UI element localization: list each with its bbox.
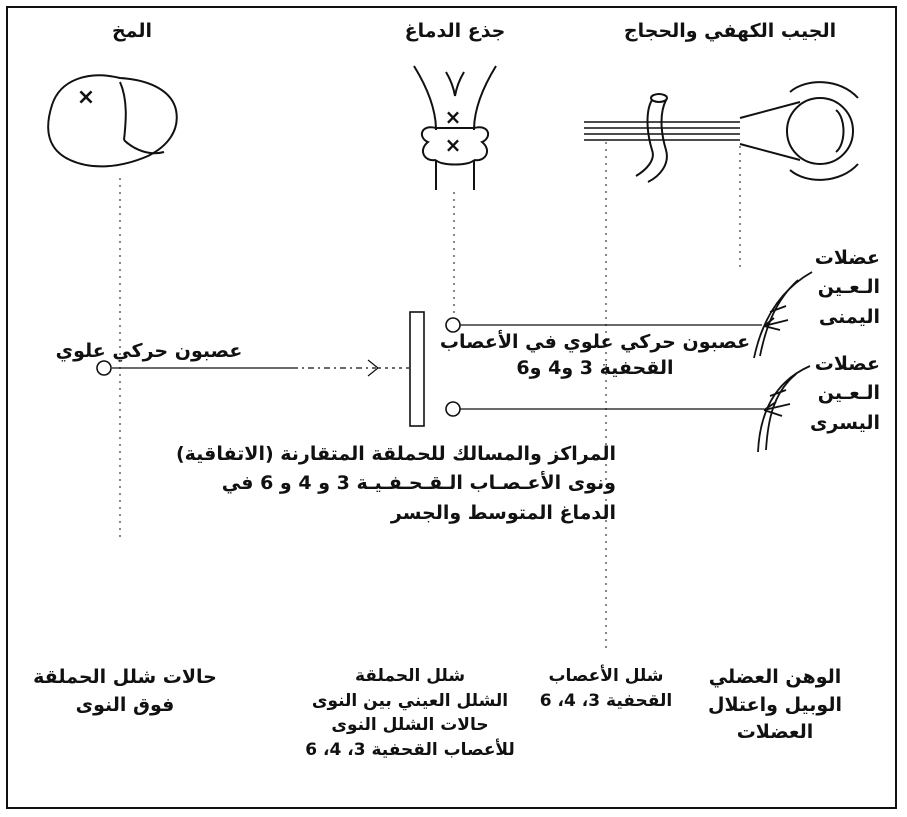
label-umn-cranial-nerves: عصبون حركي علوي في الأعصاب القحفية 3 و4 … — [439, 331, 751, 379]
bottom-supranuclear: حالات شلل الحملقة فوق النوى — [33, 666, 217, 716]
brain-illustration — [47, 74, 178, 168]
header-sinus-orbit: الجيب الكهفي والحجاج — [623, 20, 837, 42]
lesion-mark-cerebrum: × — [77, 85, 95, 110]
diagram-frame — [6, 6, 897, 809]
left-eye-muscle-illustration — [757, 365, 811, 453]
bottom-cn-palsy: شلل الأعصاب القحفية 3، 4، 6 — [539, 666, 673, 711]
label-right-eye-muscles: عضلات الـعـين اليمنى — [814, 247, 880, 328]
right-eye-muscle-illustration — [753, 271, 813, 359]
bottom-gaze-palsy: شلل الحملقة الشلل العيني بين النوى حالات… — [305, 666, 515, 760]
header-brainstem: جذع الدماغ — [404, 20, 506, 42]
gaze-center-bar — [409, 311, 425, 427]
lesion-mark-brainstem-upper: × — [445, 105, 462, 129]
umn-neuron-soma — [96, 360, 112, 376]
label-left-eye-muscles: عضلات الـعـين اليسرى — [810, 353, 880, 434]
brainstem-illustration — [413, 65, 497, 190]
sinus-orbit-illustration — [584, 81, 859, 183]
label-conjugate-gaze-centers: المراكز والمسالك للحملقة المتقارنة (الات… — [175, 443, 616, 524]
header-cerebrum: المخ — [111, 20, 153, 42]
cn-neuron-soma-left — [445, 401, 461, 417]
lesion-mark-brainstem-lower: × — [445, 133, 462, 157]
bottom-myasthenia: الوهن العضلي الوبيل واعتلال العضلات — [708, 666, 842, 744]
label-upper-motor-neuron: عصبون حركي علوي — [55, 340, 243, 362]
cn-neuron-soma-right — [445, 317, 461, 333]
